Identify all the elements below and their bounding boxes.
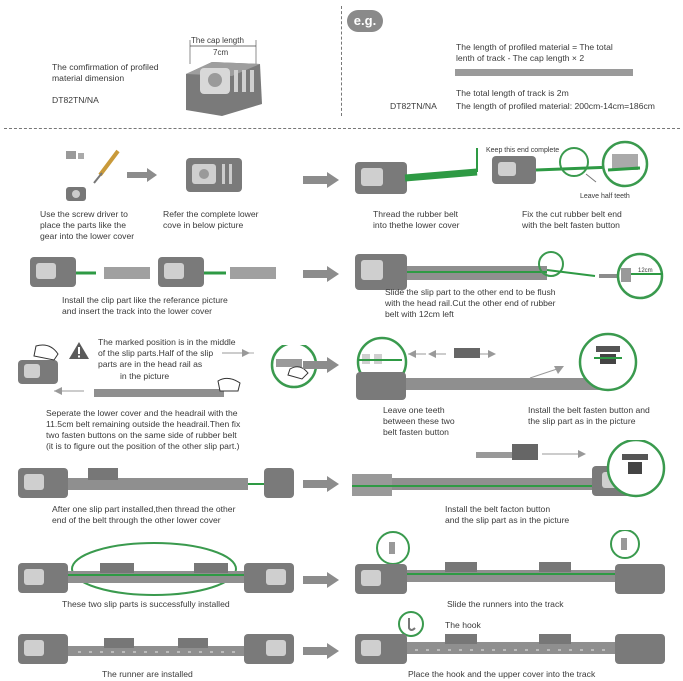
runners-installed-image bbox=[18, 634, 294, 664]
keep-end-label: Keep this end complete bbox=[486, 147, 560, 154]
step15-line1: The runner are installed bbox=[102, 669, 193, 679]
two-slips-installed-image bbox=[18, 542, 294, 596]
arrow-icon bbox=[303, 172, 339, 188]
confirmation-title-line2: material dimension bbox=[52, 73, 125, 83]
model-label-left: DT82TN/NA bbox=[52, 95, 99, 105]
belt-threading-image bbox=[355, 148, 478, 194]
step16-line1: Place the hook and the upper cover into … bbox=[408, 669, 596, 679]
step7-line2: of the slip parts.Half of the slip bbox=[98, 348, 214, 358]
step12-line2: and the slip part as in the picture bbox=[445, 515, 570, 525]
step3-line1: Thread the rubber belt bbox=[373, 209, 459, 219]
step14-line1: Slide the runners into the track bbox=[447, 599, 564, 609]
step4-line1: Fix the cut rubber belt end bbox=[522, 209, 622, 219]
step8-line2: 11.5cm belt remaining outside the headra… bbox=[46, 419, 241, 429]
step9-line1: Leave one teeth bbox=[383, 405, 445, 415]
arrow-icon bbox=[303, 476, 339, 492]
headrail-marked-image bbox=[54, 345, 318, 397]
belt-fasten-image bbox=[492, 140, 649, 188]
hook-label: The hook bbox=[445, 620, 481, 630]
arrow-icon bbox=[303, 572, 339, 588]
step9-line2: between these two bbox=[383, 416, 455, 426]
step9-line3: belt fasten button bbox=[383, 427, 449, 437]
lower-cover-image bbox=[186, 158, 242, 192]
formula-line1: The length of profiled material = The to… bbox=[456, 42, 613, 52]
step8-line1: Seperate the lower cover and the headrai… bbox=[46, 408, 238, 418]
step3-line2: into thethe lower cover bbox=[373, 220, 460, 230]
leave-half-teeth-label: Leave half teeth bbox=[580, 193, 630, 200]
vertical-divider bbox=[341, 6, 342, 116]
arrow-icon bbox=[303, 266, 339, 282]
step1-line1: Use the screw driver to bbox=[40, 209, 128, 219]
step1-line3: gear into the lower cover bbox=[40, 231, 135, 241]
runners-slide-image bbox=[355, 530, 665, 594]
confirmation-title-line1: The comfirmation of profiled bbox=[52, 62, 159, 72]
horizontal-divider bbox=[4, 128, 680, 129]
example-badge: e.g. bbox=[347, 10, 383, 32]
slide-slip-image bbox=[355, 251, 664, 300]
step11-line2: end of the belt through the other lower … bbox=[52, 515, 221, 525]
step10-line2: the slip part as in the picture bbox=[528, 416, 636, 426]
screwdriver-parts-image bbox=[66, 149, 120, 201]
twelve-cm-label: 12cm bbox=[638, 268, 653, 274]
arrow-icon bbox=[303, 357, 339, 373]
step7-line1: The marked position is in the middle bbox=[98, 337, 236, 347]
step2-line2: cove in below picture bbox=[163, 220, 244, 230]
fasten-button-image bbox=[356, 332, 638, 400]
arrow-icon bbox=[303, 643, 339, 659]
model-label-right: DT82TN/NA bbox=[390, 101, 437, 111]
step6-line3: belt with 12cm left bbox=[385, 309, 454, 319]
profile-bar bbox=[455, 69, 633, 76]
one-slip-installed-image bbox=[18, 468, 294, 498]
step1-line2: place the parts like the bbox=[40, 220, 126, 230]
cap-dimension-diagram bbox=[186, 40, 262, 116]
step7-line3: parts are in the head rail as bbox=[98, 359, 203, 369]
step5-line2: and insert the track into the lower cove… bbox=[62, 306, 212, 316]
second-slip-image bbox=[352, 440, 666, 498]
clip-part-image bbox=[30, 257, 276, 287]
step6-line2: with the head rail.Cut the other end of … bbox=[385, 298, 556, 308]
separate-cover-image bbox=[18, 344, 59, 384]
step5-line1: Install the clip part like the referance… bbox=[62, 295, 228, 305]
step6-line1: Slide the slip part to the other end to … bbox=[385, 287, 556, 297]
profiled-length-text: The length of profiled material: 200cm-1… bbox=[456, 101, 655, 111]
step8-line4: (it is to figure out the position of the… bbox=[46, 441, 240, 451]
warning-icon bbox=[69, 342, 89, 359]
total-track-text: The total length of track is 2m bbox=[456, 88, 569, 98]
step10-line1: Install the belt fasten button and bbox=[528, 405, 650, 415]
arrow-icon bbox=[127, 168, 157, 182]
cap-length-label: The cap length bbox=[191, 36, 244, 45]
hook-upper-cover-image bbox=[355, 611, 665, 664]
formula-line2: lenth of track - The cap length × 2 bbox=[456, 53, 585, 63]
step4-line2: with the belt fasten button bbox=[522, 220, 620, 230]
step2-line1: Refer the complete lower bbox=[163, 209, 259, 219]
cap-length-value: 7cm bbox=[213, 48, 229, 57]
step11-line1: After one slip part installed,then threa… bbox=[52, 504, 236, 514]
step8-line3: two fasten buttons on the same side of r… bbox=[46, 430, 237, 440]
step12-line1: Install the belt facton button bbox=[445, 504, 551, 514]
step13-line1: These two slip parts is successfully ins… bbox=[62, 599, 230, 609]
step7-line4: in the picture bbox=[120, 371, 170, 381]
